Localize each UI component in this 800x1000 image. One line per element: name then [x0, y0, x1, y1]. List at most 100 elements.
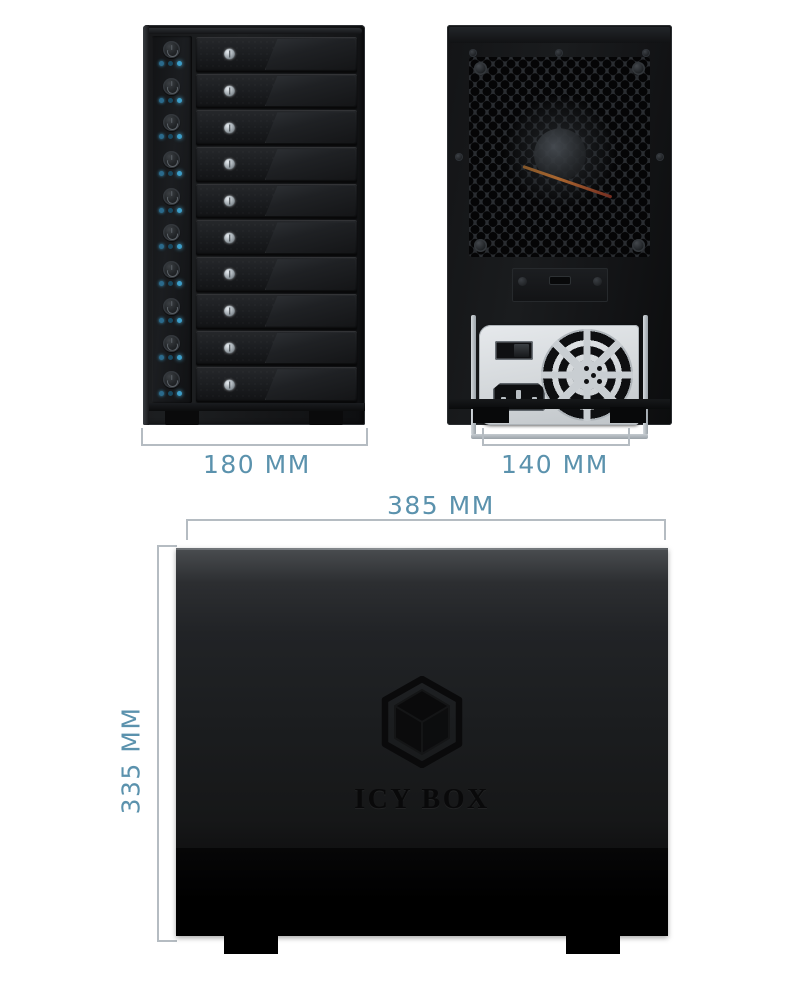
led-row-3	[158, 133, 186, 140]
rear-screw-top-right	[642, 49, 650, 57]
bracket-335-tick-top	[157, 545, 177, 547]
status-led-1	[177, 61, 182, 66]
rear-screw-mid-left	[455, 153, 463, 161]
indicator-cell-7	[152, 256, 192, 293]
rail-foot-bar	[471, 434, 648, 439]
drive-lock-5[interactable]	[224, 195, 235, 207]
activity-led-4	[168, 171, 173, 177]
indicator-cell-3	[152, 109, 192, 146]
power-led-10	[159, 391, 164, 397]
rear-foot-right	[610, 407, 646, 423]
power-button-6[interactable]	[163, 224, 180, 242]
power-button-3[interactable]	[163, 114, 180, 132]
drive-bay-3[interactable]	[196, 109, 357, 146]
power-button-8[interactable]	[163, 297, 180, 315]
drive-bay-10[interactable]	[196, 366, 357, 403]
tray-handle-3[interactable]	[264, 112, 355, 144]
indicator-cell-5	[152, 183, 192, 220]
drive-tray-2	[196, 73, 357, 109]
rear-screw-top-mid	[555, 49, 563, 57]
activity-led-5	[168, 207, 173, 213]
tray-handle-6[interactable]	[264, 222, 355, 254]
drive-lock-7[interactable]	[224, 268, 235, 280]
tray-handle-4[interactable]	[264, 149, 355, 180]
psu-fan-hole-4	[597, 379, 602, 384]
activity-led-9	[168, 354, 173, 360]
power-led-6	[159, 244, 164, 250]
tray-handle-10[interactable]	[264, 369, 355, 400]
drive-lock-2[interactable]	[224, 85, 235, 97]
indicator-column	[152, 36, 192, 403]
power-led-3	[159, 134, 164, 140]
front-foot-left	[165, 411, 199, 425]
drive-bay-2[interactable]	[196, 73, 357, 110]
power-button-7[interactable]	[163, 261, 180, 279]
drive-lock-6[interactable]	[224, 232, 235, 244]
drive-lock-1[interactable]	[224, 48, 235, 60]
tray-handle-2[interactable]	[264, 75, 355, 107]
bracket-180-horizontal	[141, 444, 368, 446]
tray-handle-9[interactable]	[264, 332, 355, 364]
bracket-385-tick-right	[664, 519, 666, 540]
bracket-140-tick-left	[482, 428, 484, 445]
led-row-2	[158, 97, 186, 104]
drive-tray-6	[196, 220, 357, 256]
drive-bay-6[interactable]	[196, 219, 357, 256]
power-switch[interactable]	[495, 341, 533, 360]
hex-mesh-pattern	[469, 57, 650, 257]
dimension-label-width-front: 180 MM	[203, 450, 311, 479]
power-button-10[interactable]	[163, 371, 180, 389]
drive-bay-1[interactable]	[196, 36, 357, 73]
bracket-180-tick-right	[366, 428, 368, 445]
tray-handle-7[interactable]	[264, 259, 355, 290]
rear-screw-mid-right	[656, 153, 664, 161]
led-row-6	[158, 243, 186, 250]
tray-handle-5[interactable]	[264, 185, 355, 217]
dimension-label-depth: 385 MM	[387, 491, 495, 520]
drive-tray-4	[196, 147, 357, 182]
tray-handle-8[interactable]	[264, 295, 355, 327]
drive-bay-5[interactable]	[196, 183, 357, 220]
activity-led-3	[168, 134, 173, 140]
brand-logo-text: ICY BOX	[354, 784, 490, 815]
led-row-7	[158, 280, 186, 287]
drive-tray-7	[196, 257, 357, 292]
power-button-5[interactable]	[163, 187, 180, 205]
tray-handle-1[interactable]	[264, 39, 355, 70]
grille-screw-top-left	[474, 62, 487, 75]
led-row-10	[158, 390, 186, 397]
side-foot-right	[566, 936, 620, 954]
drive-lock-9[interactable]	[224, 342, 235, 354]
status-led-4	[177, 171, 182, 177]
drive-lock-3[interactable]	[224, 122, 235, 134]
drive-tray-9	[196, 330, 357, 366]
drive-lock-10[interactable]	[224, 379, 235, 391]
drive-tray-5	[196, 183, 357, 219]
drive-tray-8	[196, 293, 357, 329]
indicator-cell-2	[152, 73, 192, 110]
bracket-335-vertical	[157, 545, 159, 942]
side-view: ICY BOX	[176, 548, 668, 954]
drive-lock-8[interactable]	[224, 305, 235, 317]
psu-fan-hole-2	[597, 366, 602, 371]
drive-bay-7[interactable]	[196, 256, 357, 293]
led-row-1	[158, 60, 186, 67]
led-row-5	[158, 207, 186, 214]
activity-led-1	[168, 61, 173, 66]
power-led-1	[159, 61, 164, 66]
drive-bay-8[interactable]	[196, 293, 357, 330]
drive-bay-9[interactable]	[196, 330, 357, 367]
indicator-cell-9	[152, 330, 192, 367]
power-button-4[interactable]	[163, 151, 180, 169]
front-base	[143, 403, 365, 411]
power-button-9[interactable]	[163, 334, 180, 352]
power-button-1[interactable]	[163, 41, 180, 58]
psu-fan-hole-1	[584, 366, 589, 371]
rear-screw-top-left	[469, 49, 477, 57]
honeycomb-fan-grille	[469, 57, 650, 257]
grille-screw-bottom-left	[474, 239, 487, 252]
power-button-2[interactable]	[163, 77, 180, 95]
drive-lock-4[interactable]	[224, 158, 235, 170]
drive-bay-4[interactable]	[196, 146, 357, 183]
